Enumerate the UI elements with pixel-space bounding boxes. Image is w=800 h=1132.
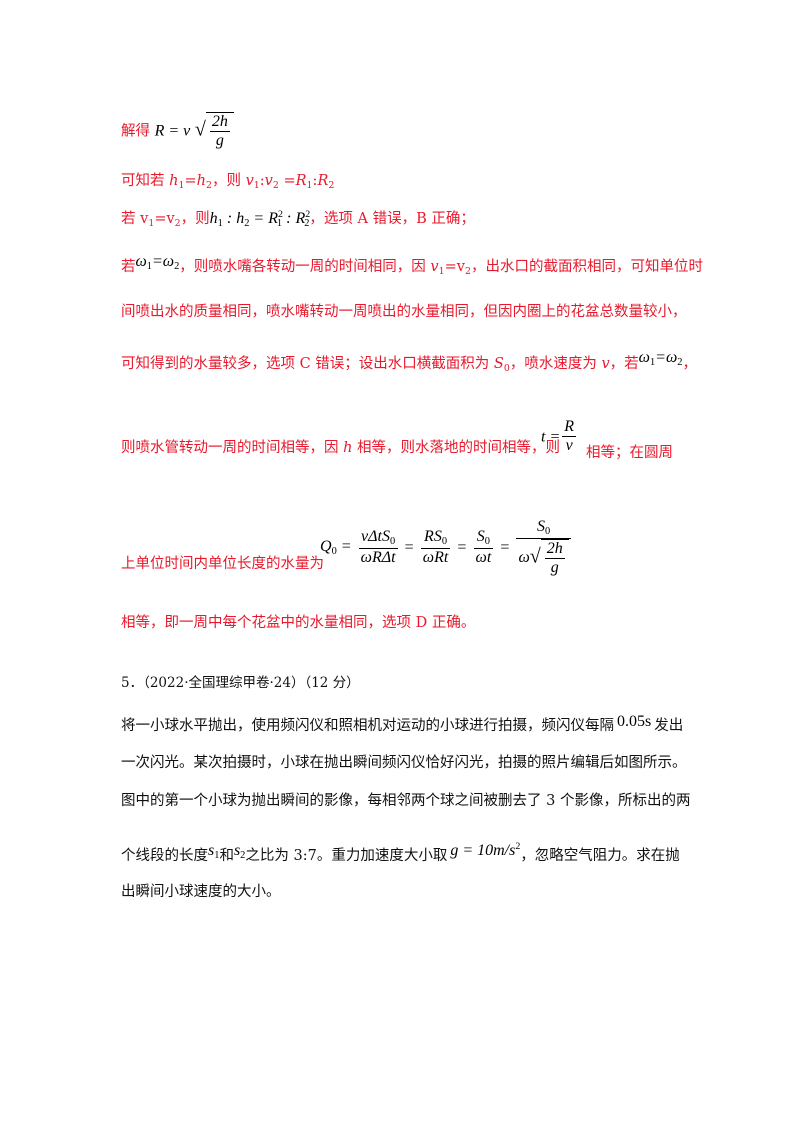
answer-line-6: 可知得到的水量较多，选项 C 错误；设出水口横截面积为 S0，喷水速度为 v，若… bbox=[121, 349, 697, 374]
answer-line-8: 上单位时间内单位长度的水量为 bbox=[121, 556, 324, 572]
answer-line-3: 若 v1=v2，则h1 : h2 = R21 : R22，选项 A 错误，B 正… bbox=[121, 209, 475, 230]
answer-line-7-tail: 相等；在圆周 bbox=[586, 445, 673, 461]
answer-line-2: 可知若 h1=h2，则 v1:v2 =R1:R2 bbox=[121, 173, 335, 191]
question-line-2: 一次闪光。某次拍摄时，小球在抛出瞬间频闪仪恰好闪光，拍摄的照片编辑后如图所示。 bbox=[121, 755, 687, 771]
formula-omega-equal: ω1=ω2 bbox=[135, 253, 180, 273]
answer-line-9: 相等，即一周中每个花盆中的水量相同，选项 D 正确。 bbox=[121, 615, 476, 631]
formula-h-ratio: h1 : h2 = R21 : R22 bbox=[209, 209, 311, 230]
answer-line-1-prefix: 解得 bbox=[121, 123, 150, 140]
question-line-5: 出瞬间小球速度的大小。 bbox=[121, 884, 281, 900]
answer-line-4: 若ω1=ω2，则喷水嘴各转动一周的时间相同，因 v1=v2，出水口的截面积相同，… bbox=[121, 253, 703, 277]
question-line-3: 图中的第一个小球为抛出瞬间的影像，每相邻两个球之间被删去了 3 个影像，所标出的… bbox=[121, 793, 691, 809]
answer-line-5: 间喷出水的质量相同，喷水嘴转动一周喷出的水量相同，但因内圈上的花盆总数量较小， bbox=[121, 304, 687, 320]
formula-R: R = v bbox=[154, 122, 191, 140]
answer-line-7: 则喷水管转动一周的时间相等，因 h 相等，则水落地的时间相等，则 bbox=[121, 440, 561, 456]
question-header: 5．（2022·全国理综甲卷·24）（12 分） bbox=[121, 675, 360, 691]
formula-omega-equal-2: ω1=ω2 bbox=[638, 349, 683, 369]
